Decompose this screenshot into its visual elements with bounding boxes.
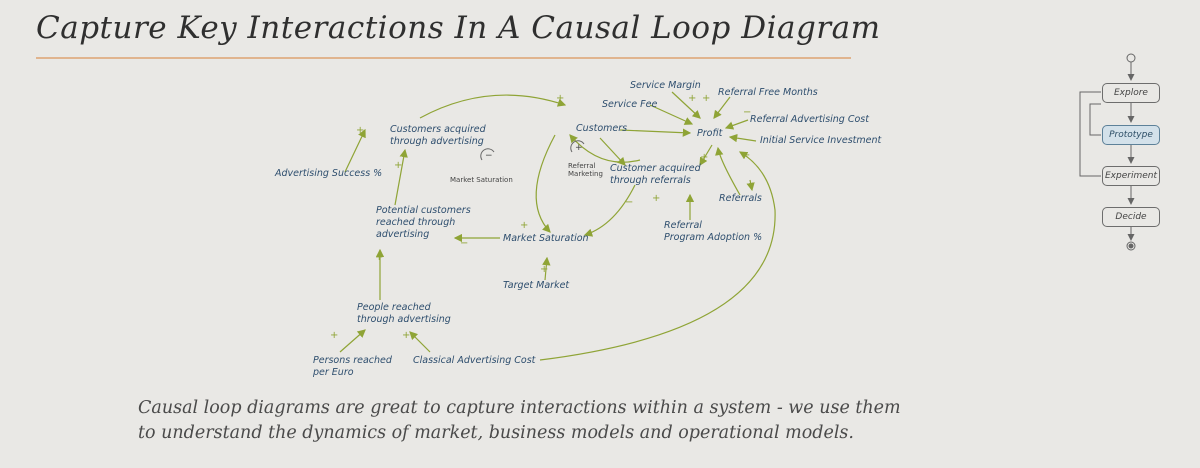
node-customers: Customers xyxy=(576,123,628,134)
polarity-plus: + xyxy=(652,193,660,204)
link-referrals-to-customers xyxy=(569,134,641,163)
page-title: Capture Key Interactions In A Causal Loo… xyxy=(36,10,881,46)
flow-step-prototype: Prototype xyxy=(1102,125,1160,145)
link-profit-referrals xyxy=(746,179,755,192)
node-market-saturation: Market Saturation xyxy=(503,233,589,244)
link-cost-to-profit xyxy=(539,151,776,361)
polarity-minus: − xyxy=(625,197,633,208)
polarity-plus: + xyxy=(556,93,564,104)
polarity-minus: − xyxy=(743,107,751,118)
node-potential-customers: Potential customers reached through adve… xyxy=(376,205,471,240)
polarity-plus: + xyxy=(700,152,708,163)
link-potential-to-acq xyxy=(394,148,408,206)
flow-step-decide: Decide xyxy=(1102,207,1160,227)
node-service-fee: Service Fee xyxy=(602,99,658,110)
polarity-plus: + xyxy=(356,125,364,136)
link-service-margin-profit xyxy=(671,91,701,119)
node-advertising-success: Advertising Success % xyxy=(275,168,383,179)
caption-line-1: Causal loop diagrams are great to captur… xyxy=(138,398,901,418)
title-underline xyxy=(36,57,851,59)
node-initial-service-investment: Initial Service Investment xyxy=(760,135,882,146)
link-service-fee-profit xyxy=(649,104,694,125)
flow-step-experiment: Experiment xyxy=(1102,166,1160,186)
link-adv-to-customers xyxy=(419,94,567,119)
link-customers-to-ref-acq xyxy=(599,137,626,166)
loop-label-referral-marketing: Referral Marketing xyxy=(568,162,603,178)
polarity-plus: + xyxy=(375,252,383,263)
loop-sign: − xyxy=(485,151,493,161)
polarity-plus: + xyxy=(330,330,338,341)
link-initial-investment-profit xyxy=(728,133,757,143)
link-customers-profit xyxy=(619,128,692,137)
flow-loop-back xyxy=(1079,91,1101,177)
link-customers-saturation xyxy=(535,134,556,233)
link-ref-acq-saturation xyxy=(583,184,636,237)
node-customers-acquired-advertising: Customers acquired through advertising xyxy=(390,124,486,147)
flow-step-explore: Explore xyxy=(1102,83,1160,103)
polarity-plus: + xyxy=(702,93,710,104)
node-customer-acquired-referrals: Customer acquired through referrals xyxy=(610,163,701,186)
loop-label-market-saturation: Market Saturation xyxy=(450,176,513,184)
polarity-minus: − xyxy=(742,150,750,161)
node-referrals: Referrals xyxy=(719,193,762,204)
link-adv-success xyxy=(344,128,366,173)
flow-end-icon xyxy=(1126,241,1136,251)
link-referrals-profit xyxy=(715,146,741,196)
polarity-plus: + xyxy=(520,220,528,231)
loop-icon-market-saturation xyxy=(480,148,495,161)
link-profit-ref-acq xyxy=(699,144,713,167)
caption-line-2: to understand the dynamics of market, bu… xyxy=(138,423,854,443)
loop-sign: + xyxy=(575,143,583,153)
link-target-saturation xyxy=(542,256,551,281)
polarity-plus: + xyxy=(402,330,410,341)
caption: Causal loop diagrams are great to captur… xyxy=(138,396,1138,446)
node-people-reached: People reached through advertising xyxy=(357,302,451,325)
polarity-plus: + xyxy=(540,264,548,275)
node-referral-advertising-cost: Referral Advertising Cost xyxy=(750,114,869,125)
node-profit: Profit xyxy=(697,128,723,139)
node-referral-program-adoption: Referral Program Adoption % xyxy=(664,220,763,243)
node-target-market: Target Market xyxy=(503,280,570,291)
node-referral-free-months: Referral Free Months xyxy=(718,87,818,98)
link-referral-free-months-profit xyxy=(713,96,731,119)
link-persons-people xyxy=(339,329,366,353)
polarity-minus: − xyxy=(460,238,468,249)
node-service-margin: Service Margin xyxy=(630,80,701,91)
link-cost-people xyxy=(409,331,431,353)
loop-icon-referral-marketing xyxy=(570,140,585,153)
node-persons-per-euro: Persons reached per Euro xyxy=(313,355,392,378)
node-classical-advertising-cost: Classical Advertising Cost xyxy=(413,355,536,366)
polarity-plus: + xyxy=(394,160,402,171)
polarity-plus: + xyxy=(688,93,696,104)
link-ref-adv-cost-profit xyxy=(724,119,749,130)
flow-loop-back xyxy=(1089,103,1101,136)
flow-start-icon xyxy=(1126,53,1136,63)
